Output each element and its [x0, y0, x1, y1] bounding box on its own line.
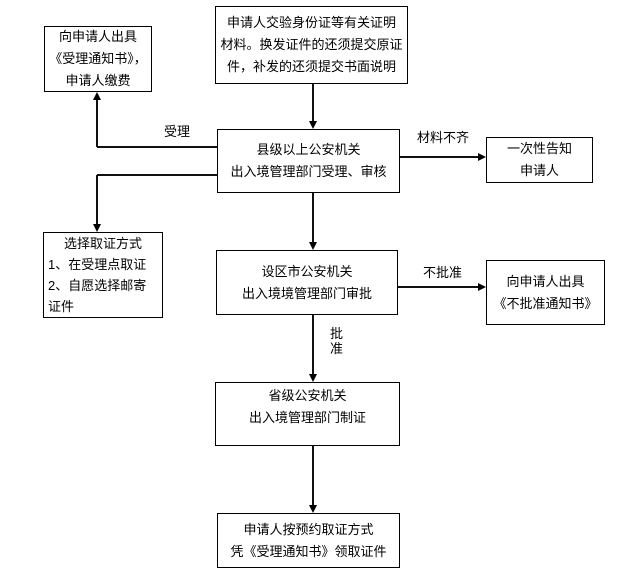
arrowhead-right-icon [478, 283, 486, 291]
arrowhead-down-icon [309, 505, 317, 513]
box-text-line: 省级公安机关 [268, 388, 347, 403]
flow-box-collect-cert: 申请人按预约取证方式 凭《受理通知书》领取证件 [217, 513, 400, 568]
label-approved: 批准 [329, 326, 343, 356]
box-text-line: 1、在受理点取证 [48, 257, 147, 272]
flow-box-submit-materials: 申请人交验身份证等有关证明 材料。换发证件的还须提交原证 件，补发的还须提交书面… [215, 6, 408, 84]
box-text-line: 《受理通知书》， [49, 51, 147, 66]
connector-city-to-province [312, 315, 314, 375]
box-text-line: 2、自愿选择邮寄 [48, 278, 147, 293]
connector-up-to-acceptance-notice [96, 99, 98, 147]
arrowhead-down-icon [309, 121, 317, 129]
box-text-line: 出入境管理部门制证 [248, 410, 366, 425]
box-text-line: 向申请人出具 [58, 29, 137, 44]
flow-box-province-make-cert: 省级公安机关 出入境管理部门制证 [215, 382, 400, 446]
arrowhead-right-icon [478, 153, 486, 161]
connector-county-left-upper [97, 146, 217, 148]
arrowhead-down-icon [309, 374, 317, 382]
box-text-line: 材料。换发证件的还须提交原证 [220, 37, 403, 52]
flow-box-issue-rejection-notice: 向申请人出具 《不批准通知书》 [486, 260, 605, 325]
box-text-line: 《不批准通知书》 [493, 295, 598, 311]
connector-down-to-choose-pickup [96, 175, 98, 225]
box-text-line: 向申请人出具 [506, 273, 585, 289]
flow-box-issue-acceptance-notice: 向申请人出具 《受理通知书》， 申请人缴费 [44, 26, 152, 92]
arrowhead-down-icon [309, 242, 317, 250]
flow-box-choose-pickup: 选择取证方式 1、在受理点取证 2、自愿选择邮寄 证件 [43, 232, 163, 318]
flow-box-city-approve: 设区市公安机关 出入境境管理部门审批 [216, 250, 398, 315]
box-text-line: 申请人缴费 [65, 73, 131, 88]
box-text-line: 申请人 [519, 163, 559, 178]
label-materials-incomplete: 材料不齐 [417, 130, 470, 145]
label-accepted: 受理 [164, 124, 191, 139]
label-not-approved: 不批准 [423, 265, 463, 280]
box-text-line: 件，补发的还须提交书面说明 [226, 59, 396, 74]
arrowhead-down-icon [93, 224, 101, 232]
connector-county-to-one-time-notify [400, 156, 479, 158]
box-text-line: 一次性告知 [506, 141, 572, 156]
box-text-line: 申请人交验身份证等有关证明 [226, 15, 396, 30]
flow-box-one-time-notify: 一次性告知 申请人 [486, 137, 593, 183]
box-text-line: 凭《受理通知书》领取证件 [230, 543, 387, 559]
connector-county-to-city [312, 193, 314, 243]
flow-box-county-accept-review: 县级以上公安机关 出入境管理部门受理、审核 [217, 129, 400, 193]
connector-city-to-rejection-notice [398, 286, 479, 288]
box-text-line: 出入境管理部门受理、审核 [230, 164, 387, 179]
connector-province-to-collect [312, 446, 314, 506]
arrowhead-up-icon [93, 92, 101, 100]
connector-submit-to-county [312, 84, 314, 122]
connector-county-left-lower [97, 174, 217, 176]
box-text-line: 申请人按预约取证方式 [243, 521, 374, 537]
box-text-line: 选择取证方式 [63, 236, 142, 251]
box-text-line: 出入境境管理部门审批 [241, 285, 372, 301]
box-text-line: 县级以上公安机关 [256, 142, 361, 157]
box-text-line: 设区市公安机关 [261, 263, 353, 279]
box-text-line: 证件 [48, 299, 75, 314]
